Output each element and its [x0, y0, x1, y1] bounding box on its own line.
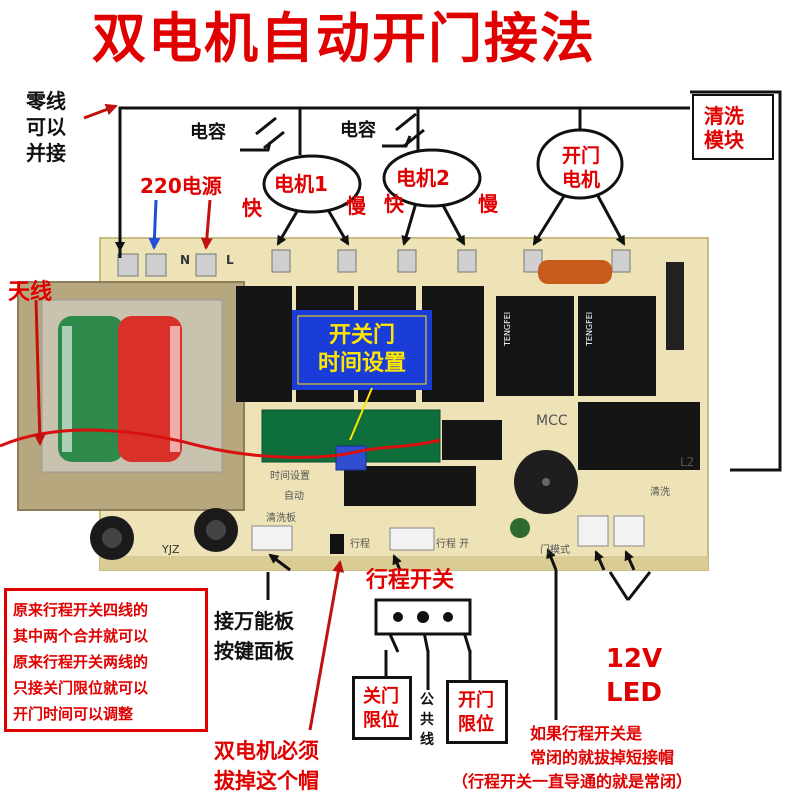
- nc-note-line-1: 如果行程开关是: [530, 724, 643, 743]
- door-motor-label: 开门 电机: [560, 144, 602, 192]
- small-capacitor: [510, 518, 530, 538]
- led-line-2: LED: [606, 678, 662, 708]
- terminal-block: [117, 249, 631, 277]
- capacitor2-label: 电容: [340, 120, 376, 141]
- red-arrows: [33, 103, 345, 731]
- motor2-label: 电机2: [396, 166, 450, 190]
- common-line-1: 公: [420, 692, 434, 708]
- page-title: 双电机自动开门接法: [92, 7, 596, 70]
- cleaning-module-line-2: 模块: [704, 128, 744, 152]
- jumper-pins: [666, 262, 684, 350]
- short-jumper: [330, 534, 344, 554]
- pcb-label-n: N: [180, 253, 191, 267]
- film-capacitor: [538, 260, 612, 284]
- neutral-line-1: 零线: [26, 89, 66, 113]
- pcb-door-mode: 门模式: [540, 545, 570, 556]
- motor1-fast-label: 快: [242, 196, 262, 220]
- close-limit-line-1: 关门: [363, 686, 399, 707]
- neutral-label: 零线 可以 并接: [26, 88, 66, 166]
- limit-switch-label: 行程开关: [366, 568, 455, 593]
- common-line-2: 共: [420, 712, 434, 728]
- door-motor-line-1: 开门: [561, 145, 600, 167]
- time-setting-box: [292, 310, 432, 390]
- cleaning-module-label: 清洗 模块: [704, 104, 744, 152]
- close-limit-box: 关门 限位: [352, 676, 412, 740]
- blue-arrow: [148, 199, 161, 250]
- common-line-3: 线: [420, 732, 434, 748]
- open-limit-line-1: 开门: [458, 690, 494, 711]
- nc-note-line-3: （行程开关一直导通的就是常闭）: [452, 772, 693, 791]
- pcb-auto: 自动: [284, 491, 304, 502]
- motor2-oval: [382, 148, 482, 208]
- left-note-line-2: 其中两个合并就可以: [13, 627, 149, 645]
- motor2-fast-label: 快: [384, 192, 404, 216]
- left-note-line-4: 只接关门限位就可以: [13, 679, 149, 697]
- pcb-clean-board: 清洗板: [266, 513, 296, 524]
- remove-cap-label: 双电机必须 拔掉这个帽: [214, 736, 319, 796]
- arrow-lines: [115, 108, 636, 653]
- left-note-line-3: 原来行程开关两线的: [13, 653, 149, 671]
- pcb-time-set: 时间设置: [270, 471, 310, 482]
- capacitor-symbol-1: [240, 116, 285, 152]
- pcb-limit-open: 行程 开: [436, 539, 470, 550]
- time-setting-line-2: 时间设置: [317, 351, 406, 376]
- cleaning-module-line-1: 清洗: [704, 104, 744, 128]
- common-wire-label: 公 共 线: [420, 690, 434, 750]
- pcb-mcc: MCC: [536, 413, 568, 429]
- universal-board-label: 接万能板 按键面板: [214, 606, 294, 666]
- pcb-clean: 清洗: [650, 487, 670, 498]
- cleaning-module-box: 清洗 模块: [692, 94, 774, 160]
- neutral-line-2: 可以: [26, 115, 66, 139]
- universal-board-line-2: 按键面板: [214, 639, 294, 663]
- universal-board-line-1: 接万能板: [214, 609, 294, 633]
- motor1-oval: [262, 154, 362, 214]
- transformer: [17, 281, 245, 511]
- pcb-l2: L2: [680, 455, 695, 469]
- door-motor-line-2: 电机: [561, 169, 600, 191]
- close-limit-label: 关门 限位: [363, 685, 399, 733]
- relay-brand-2: TENGFEI: [585, 312, 594, 347]
- pcb-label-l: L: [226, 253, 234, 267]
- ic-chips: [344, 420, 502, 506]
- antenna-label: 天线: [8, 280, 53, 305]
- time-setting-label: 开关门 时间设置: [306, 322, 418, 378]
- power-label: 220电源: [140, 174, 222, 198]
- relay-brand-1: TENGFEI: [503, 312, 512, 347]
- nc-note-line-2: 常闭的就拔掉短接帽: [530, 748, 675, 767]
- neutral-line-3: 并接: [26, 141, 66, 165]
- pcb-limit: 行程: [350, 539, 370, 550]
- electrolytic-capacitors: [90, 508, 238, 560]
- pcb-model: YJZ: [162, 543, 180, 556]
- open-limit-line-2: 限位: [458, 714, 494, 735]
- close-limit-line-2: 限位: [363, 710, 399, 731]
- led-line-1: 12V: [605, 644, 663, 674]
- time-setting-line-1: 开关门: [328, 323, 395, 348]
- door-motor-oval: [536, 128, 624, 200]
- left-note: 原来行程开关四线的 其中两个合并就可以 原来行程开关两线的 只接关门限位就可以 …: [13, 597, 148, 727]
- led-label: 12V LED: [604, 642, 664, 710]
- motor1-label: 电机1: [274, 172, 328, 196]
- open-limit-box: 开门 限位: [446, 680, 508, 744]
- remove-cap-line-2: 拔掉这个帽: [214, 769, 319, 793]
- left-note-box: 原来行程开关四线的 其中两个合并就可以 原来行程开关两线的 只接关门限位就可以 …: [4, 588, 208, 732]
- connectors: [251, 515, 645, 551]
- remove-cap-line-1: 双电机必须: [214, 739, 319, 763]
- open-limit-label: 开门 限位: [458, 689, 494, 737]
- nc-note: 如果行程开关是 常闭的就拔掉短接帽 （行程开关一直导通的就是常闭）: [452, 722, 692, 794]
- capacitor-symbol-2: [382, 112, 425, 148]
- motor2-slow-label: 慢: [478, 192, 498, 216]
- left-note-line-5: 开门时间可以调整: [13, 705, 134, 723]
- motor1-slow-label: 慢: [346, 194, 366, 218]
- left-note-line-1: 原来行程开关四线的: [13, 601, 149, 619]
- antenna-wire: [0, 428, 441, 459]
- capacitor1-label: 电容: [190, 122, 226, 143]
